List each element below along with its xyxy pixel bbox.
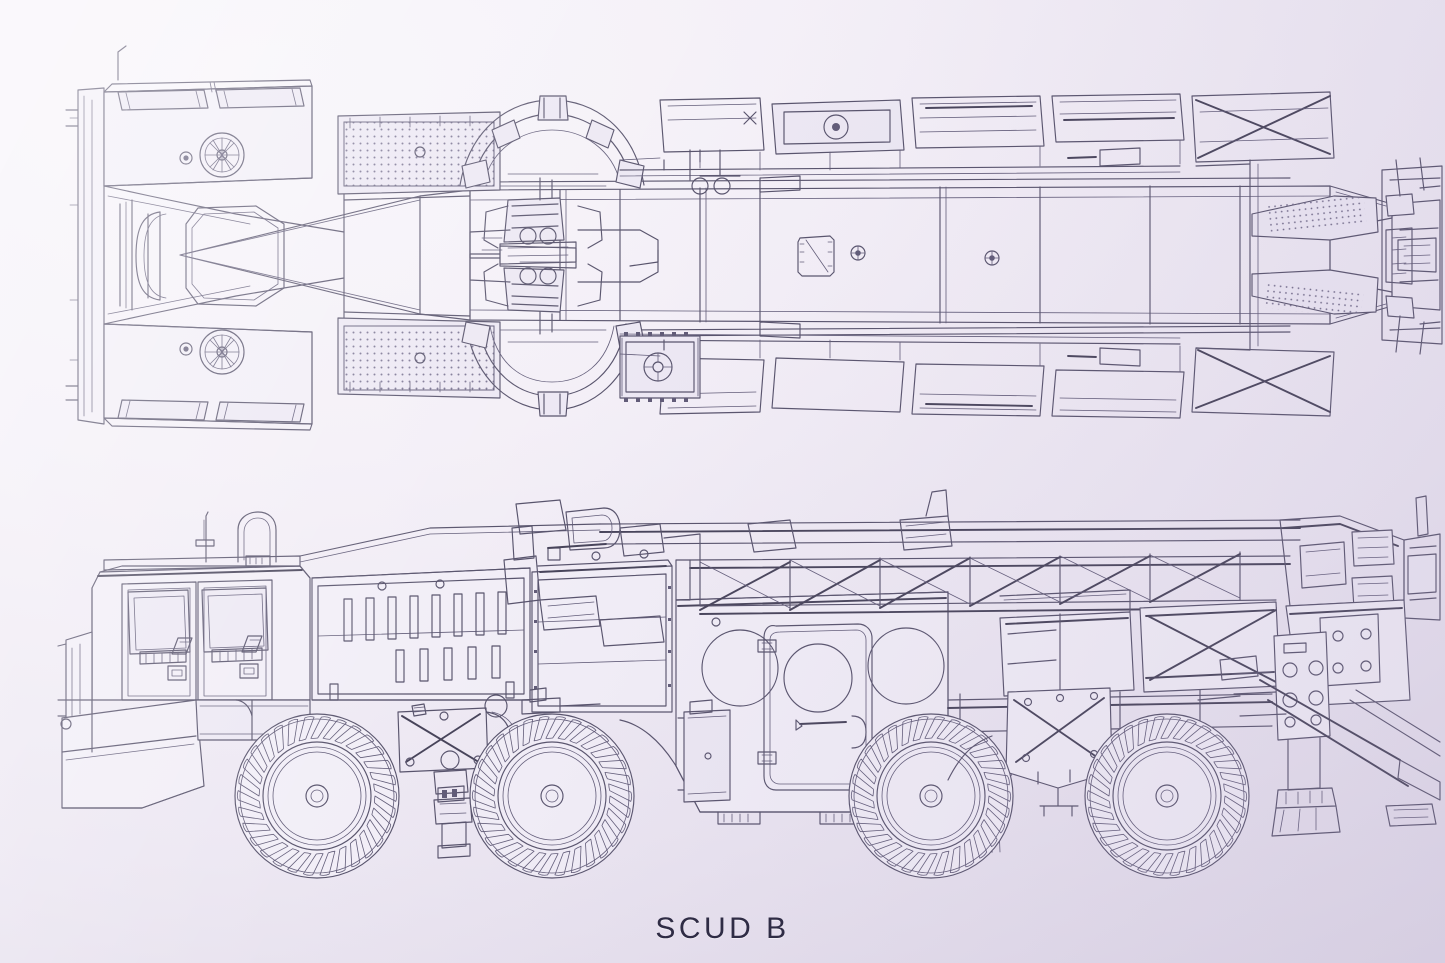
x-brace-upper bbox=[1191, 91, 1335, 163]
port-fitting-a bbox=[850, 245, 866, 261]
vent-hatch-lower bbox=[199, 329, 245, 375]
wheel-1 bbox=[234, 713, 400, 879]
vent-hatch-upper bbox=[199, 132, 245, 178]
side-view bbox=[57, 489, 1441, 879]
x-brace-lower bbox=[1191, 347, 1335, 417]
wheel-2 bbox=[469, 713, 635, 879]
port-fitting-b bbox=[984, 250, 1000, 266]
wheel-4 bbox=[1084, 713, 1250, 879]
page-title: SCUD B bbox=[655, 912, 790, 945]
actuator-cluster-upper bbox=[469, 177, 659, 271]
wheel-3 bbox=[848, 713, 1014, 879]
top-view bbox=[65, 45, 1443, 431]
